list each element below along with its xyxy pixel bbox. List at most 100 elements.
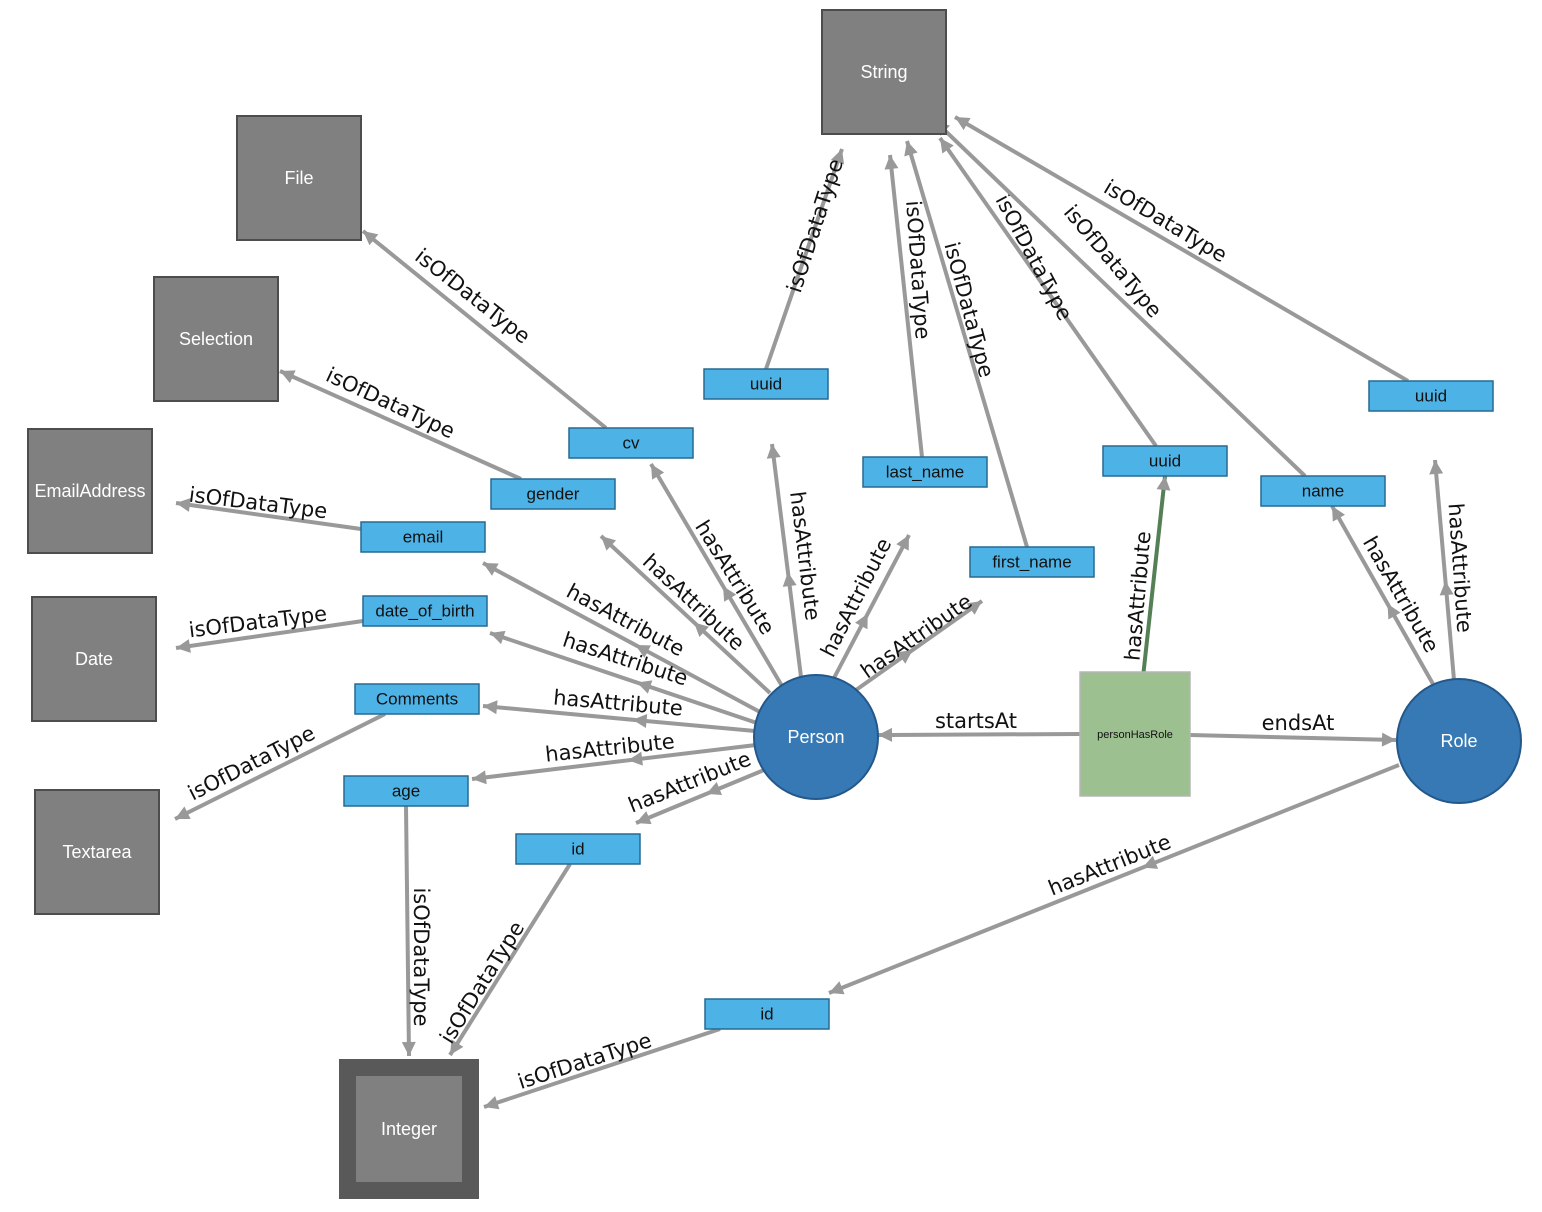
class-node-role[interactable]: Role — [1396, 678, 1522, 804]
node-label: personHasRole — [1097, 729, 1173, 741]
edge-line — [877, 732, 1081, 737]
edge-line — [482, 561, 761, 714]
mid-arrowhead — [1387, 603, 1401, 620]
edge-line — [489, 631, 758, 725]
edge-isOfDataType-person_date_of_birth-to-Date: isOfDataType — [175, 602, 364, 653]
edge-line — [888, 154, 924, 458]
attribute-node-person-id[interactable]: id — [515, 833, 641, 865]
node-label: Comments — [376, 689, 458, 708]
attribute-box — [343, 775, 469, 807]
arrowhead — [401, 1041, 416, 1056]
node-label: Person — [787, 727, 844, 747]
edge-line — [483, 1027, 721, 1109]
node-label: Textarea — [62, 842, 132, 862]
mid-arrowhead — [632, 714, 648, 729]
attribute-node-person-last-name[interactable]: last_name — [862, 456, 988, 488]
node-label: first_name — [992, 552, 1071, 571]
datatype-box — [31, 596, 157, 722]
node-label: age — [392, 781, 420, 800]
arrowhead — [363, 231, 379, 246]
edge-endsAt-personHasRole-to-Role: endsAt — [1189, 711, 1397, 747]
mid-arrowhead — [1142, 855, 1159, 869]
attribute-box — [515, 833, 641, 865]
edge-line — [1433, 459, 1456, 681]
class-node-person[interactable]: Person — [753, 674, 879, 800]
node-label: Date — [75, 649, 113, 669]
arrowhead — [175, 806, 191, 819]
arrowhead — [1156, 476, 1171, 491]
datatype-node-string[interactable]: String — [821, 9, 947, 135]
arrowhead — [884, 155, 899, 170]
edge-line — [361, 229, 608, 430]
edge-isOfDataType-person_last_name-to-String: isOfDataType — [884, 154, 935, 458]
edge-line — [279, 369, 522, 481]
datatype-node-file[interactable]: File — [236, 115, 362, 241]
edge-line — [448, 862, 572, 1057]
mid-arrowhead — [782, 572, 797, 587]
edge-label-hasAttribute: hasAttribute — [816, 534, 896, 661]
relation-node-personhasrole[interactable]: personHasRole — [1079, 671, 1191, 797]
node-label: EmailAddress — [34, 481, 145, 501]
class-circle — [1396, 678, 1522, 804]
arrowhead — [955, 117, 971, 131]
datatype-node-emailaddress[interactable]: EmailAddress — [27, 428, 153, 554]
attribute-node-person-email[interactable]: email — [360, 521, 486, 553]
arrowhead — [176, 639, 191, 653]
attribute-node-person-gender[interactable]: gender — [490, 478, 616, 510]
mid-arrowhead — [897, 649, 913, 664]
attribute-node-role-uuid[interactable]: uuid — [1368, 380, 1494, 412]
node-label: last_name — [886, 462, 964, 481]
attribute-node-rel-uuid[interactable]: uuid — [1102, 445, 1228, 477]
datatype-node-textarea[interactable]: Textarea — [34, 789, 160, 915]
node-label: File — [284, 168, 313, 188]
edge-line — [174, 712, 386, 821]
attribute-node-person-cv[interactable]: cv — [568, 427, 694, 459]
attribute-node-role-name[interactable]: name — [1260, 475, 1386, 507]
attribute-node-person-age[interactable]: age — [343, 775, 469, 807]
node-label: Role — [1440, 731, 1477, 751]
edge-label-isOfDataType: isOfDataType — [184, 721, 319, 806]
edge-line — [938, 136, 1158, 448]
datatype-box — [236, 115, 362, 241]
edge-line — [764, 148, 844, 370]
attribute-box — [1368, 380, 1494, 412]
attribute-box — [704, 998, 830, 1030]
attribute-box — [490, 478, 616, 510]
arrowhead — [636, 811, 652, 825]
edge-isOfDataType-person_gender-to-Selection: isOfDataType — [279, 363, 522, 481]
edge-line — [1189, 733, 1397, 742]
mid-arrowhead — [635, 644, 651, 658]
attribute-box — [862, 456, 988, 488]
attribute-node-person-comments[interactable]: Comments — [354, 683, 480, 715]
arrowhead — [966, 601, 982, 615]
node-label: Selection — [179, 329, 253, 349]
edge-label-startsAt: startsAt — [935, 709, 1017, 733]
edge-label-isOfDataType: isOfDataType — [515, 1028, 655, 1094]
attribute-node-person-date-of-birth[interactable]: date_of_birth — [362, 595, 488, 627]
attribute-node-role-id[interactable]: id — [704, 998, 830, 1030]
edge-isOfDataType-person_age-to-Integer: isOfDataType — [401, 805, 433, 1057]
mid-arrowhead — [723, 586, 737, 602]
attribute-box — [362, 595, 488, 627]
datatype-node-date[interactable]: Date — [31, 596, 157, 722]
datatype-node-selection[interactable]: Selection — [153, 276, 279, 402]
datatype-box — [153, 276, 279, 402]
edge-isOfDataType-role_id-to-Integer: isOfDataType — [483, 1027, 721, 1110]
datatype-box — [356, 1076, 462, 1182]
edge-label-isOfDataType: isOfDataType — [322, 363, 458, 444]
edge-label-isOfDataType: isOfDataType — [409, 887, 433, 1026]
node-layer: StringFileSelectionEmailAddressDateTexta… — [27, 9, 1522, 1199]
edge-line — [933, 119, 1307, 478]
attribute-node-person-first-name[interactable]: first_name — [969, 546, 1095, 578]
node-label: String — [860, 62, 907, 82]
edge-label-isOfDataType: isOfDataType — [782, 156, 848, 296]
attribute-node-person-uuid[interactable]: uuid — [703, 368, 829, 400]
mid-arrowhead — [855, 613, 868, 630]
arrowhead — [490, 630, 506, 645]
mid-arrowhead — [693, 622, 709, 638]
edge-hasAttribute-Role-to-role_name: hasAttribute — [1330, 505, 1444, 685]
arrowhead — [651, 464, 665, 480]
class-circle — [753, 674, 879, 800]
node-label: gender — [527, 484, 580, 503]
datatype-node-integer[interactable]: Integer — [339, 1059, 479, 1199]
